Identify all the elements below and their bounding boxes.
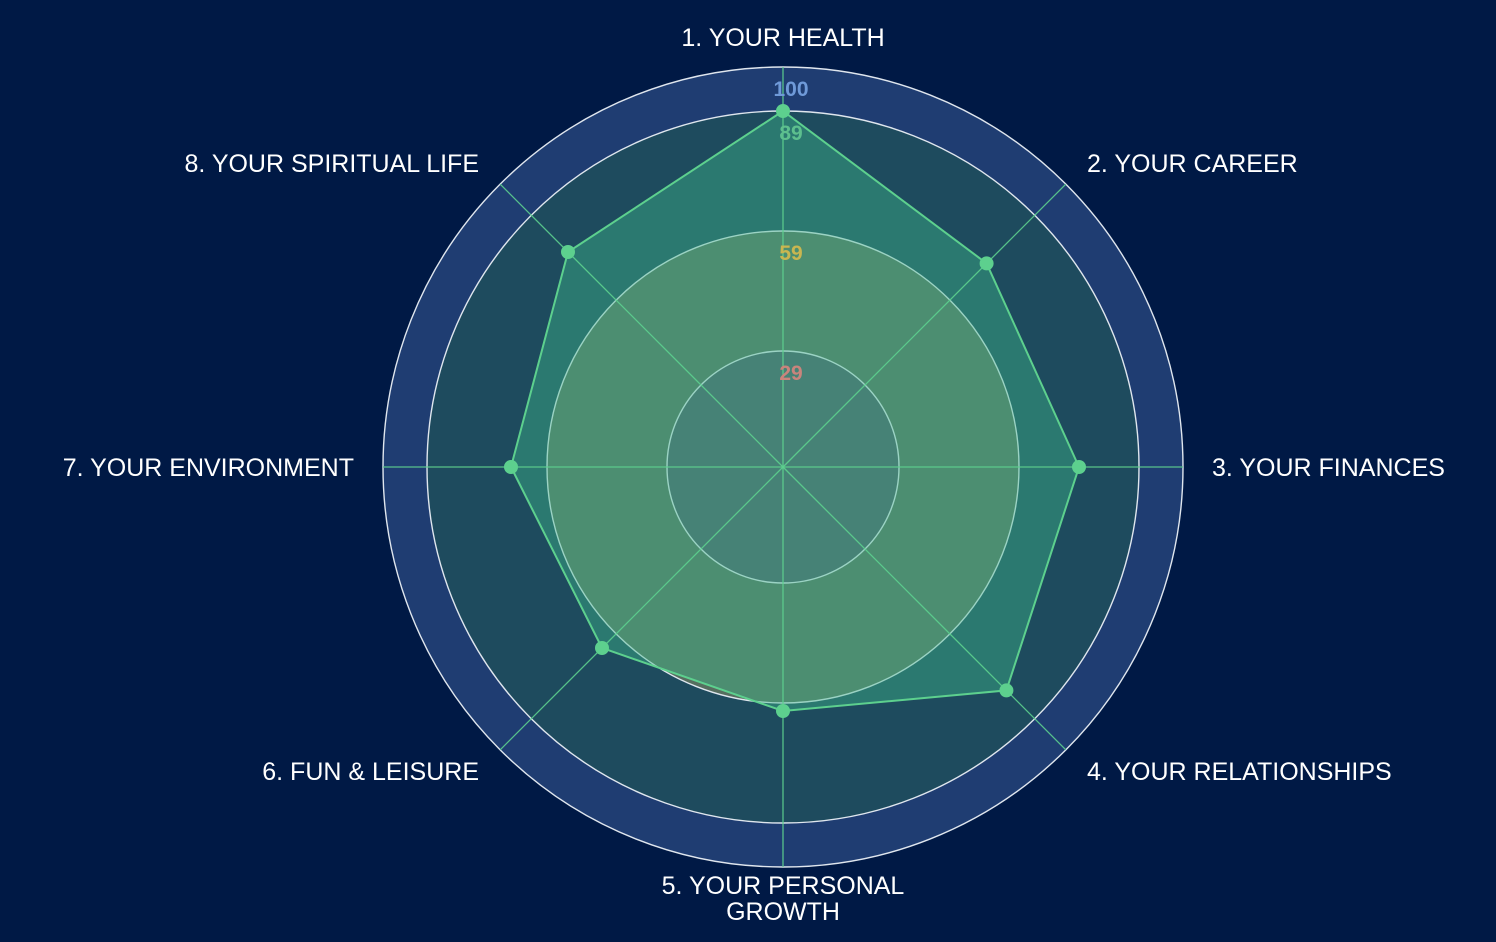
data-point-2[interactable] bbox=[979, 256, 994, 271]
data-point-6[interactable] bbox=[595, 641, 609, 655]
spoke-6 bbox=[499, 466, 784, 751]
data-point-1[interactable] bbox=[776, 104, 790, 118]
ring-label-89: 89 bbox=[779, 122, 802, 145]
axis-label-2: 2. YOUR CAREER bbox=[1087, 150, 1298, 178]
data-point-3[interactable] bbox=[1072, 460, 1086, 474]
axis-label-6: 6. FUN & LEISURE bbox=[262, 758, 479, 786]
points-layer bbox=[504, 104, 1086, 718]
spokes-layer bbox=[383, 67, 1183, 867]
axis-label-7: 7. YOUR ENVIRONMENT bbox=[63, 454, 354, 482]
ring-label-29: 29 bbox=[779, 362, 802, 385]
spoke-2 bbox=[782, 183, 1067, 468]
axis-label-1: 1. YOUR HEALTH bbox=[681, 24, 884, 52]
data-point-5[interactable] bbox=[776, 704, 790, 718]
data-point-7[interactable] bbox=[504, 460, 518, 474]
axis-label-8: 8. YOUR SPIRITUAL LIFE bbox=[184, 150, 479, 178]
ring-label-100: 100 bbox=[773, 78, 808, 101]
axis-label-3: 3. YOUR FINANCES bbox=[1212, 454, 1445, 482]
ring-labels-layer: 100 89 59 29 bbox=[773, 78, 808, 385]
axis-labels-layer: 1. YOUR HEALTH 2. YOUR CAREER 3. YOUR FINA… bbox=[63, 24, 1445, 926]
axis-label-4: 4. YOUR RELATIONSHIPS bbox=[1087, 758, 1392, 786]
spoke-8 bbox=[499, 183, 784, 468]
spoke-4 bbox=[782, 466, 1067, 751]
data-point-8[interactable] bbox=[561, 245, 575, 259]
data-point-4[interactable] bbox=[999, 683, 1014, 698]
ring-label-59: 59 bbox=[779, 242, 802, 265]
